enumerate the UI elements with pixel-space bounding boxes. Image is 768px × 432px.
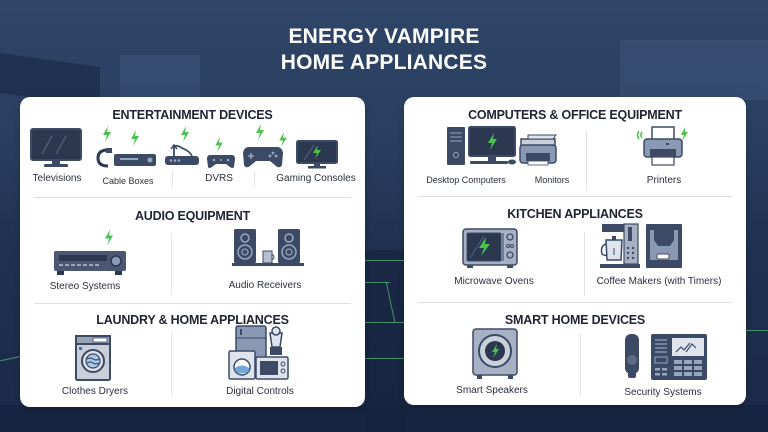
smart-speaker-icon — [472, 328, 518, 379]
bolt-icon — [181, 126, 189, 142]
item-label-stereo-systems: Stereo Systems — [49, 281, 121, 292]
dryer-icon — [75, 335, 111, 381]
microwave-icon — [462, 228, 518, 268]
page-title: ENERGY VAMPIRE HOME APPLIANCES — [0, 24, 768, 76]
bolt-icon — [105, 229, 113, 246]
dvr-icon — [165, 143, 199, 165]
item-label-dvrs: DVRS — [205, 173, 233, 184]
game-controller-icon — [243, 147, 283, 168]
circuit-line — [365, 282, 390, 283]
item-label-televisions: Televisions — [32, 173, 82, 184]
item-label-cable-boxes: Cable Boxes — [102, 176, 154, 186]
title-line-2: HOME APPLIANCES — [280, 51, 488, 74]
section-kitchen-appliances: KITCHEN APPLIANCES Microwave Ovens — [404, 196, 746, 300]
circuit-line — [0, 355, 22, 362]
section-laundry-home-appliances: LAUNDRY & HOME APPLIANCES Clothes Dryers — [20, 303, 365, 407]
section-audio-equipment: AUDIO EQUIPMENT Stereo Systems Audio Rec… — [20, 197, 365, 302]
item-label-printers: Printers — [646, 175, 682, 186]
section-title: AUDIO EQUIPMENT — [134, 209, 251, 223]
section-title: COMPUTERS & OFFICE EQUIPMENT — [468, 108, 682, 122]
divider — [171, 233, 172, 295]
circuit-line — [746, 330, 768, 331]
circuit-line — [365, 322, 405, 323]
circuit-line — [365, 358, 405, 359]
circuit-line — [365, 260, 405, 261]
right-panel: COMPUTERS & OFFICE EQUIPMENT Desktop Com… — [404, 97, 746, 405]
section-divider — [418, 196, 732, 197]
section-divider — [34, 303, 351, 304]
divider — [171, 333, 172, 395]
security-panel-icon — [625, 334, 707, 380]
item-label-microwave-ovens: Microwave Ovens — [454, 276, 534, 287]
title-line-1: ENERGY VAMPIRE — [288, 25, 480, 48]
speakers-icon — [232, 229, 304, 266]
item-label-desktop-computers: Desktop Computers — [426, 175, 506, 185]
desktop-computer-icon — [447, 126, 557, 166]
section-computers-office-equipment: COMPUTERS & OFFICE EQUIPMENT Desktop Com… — [404, 97, 746, 197]
bolt-icon — [256, 124, 264, 140]
bolt-icon — [215, 137, 223, 152]
bolt-icon — [131, 130, 139, 146]
gaming-console-monitor-icon — [296, 140, 338, 169]
bolt-icon — [103, 126, 111, 142]
item-label-smart-speakers: Smart Speakers — [456, 385, 528, 396]
item-label-clothes-dryers: Clothes Dryers — [61, 386, 129, 397]
divider — [584, 232, 585, 296]
section-entertainment-devices: ENTERTAINMENT DEVICES Televisions Cable … — [20, 97, 365, 195]
item-label-gaming-consoles: Gaming Consoles — [276, 173, 356, 184]
item-label-coffee-makers: Coffee Makers (with Timers) — [596, 276, 722, 287]
background-floor — [365, 250, 405, 432]
divider — [586, 131, 587, 191]
television-icon — [30, 128, 82, 167]
item-label-audio-receivers: Audio Receivers — [228, 280, 302, 291]
left-panel: ENTERTAINMENT DEVICES Televisions Cable … — [20, 97, 365, 407]
small-controller-icon — [207, 155, 235, 168]
section-title: KITCHEN APPLIANCES — [507, 207, 643, 221]
divider — [580, 334, 581, 396]
cable-box-icon — [96, 148, 156, 168]
bolt-icon — [279, 132, 287, 147]
item-label-monitors: Monitors — [534, 175, 570, 185]
section-title: SMART HOME DEVICES — [504, 313, 646, 327]
section-smart-home-devices: SMART HOME DEVICES Smart Speakers Securi… — [404, 302, 746, 405]
divider — [172, 171, 173, 187]
stereo-receiver-icon — [54, 251, 126, 275]
section-title: ENTERTAINMENT DEVICES — [112, 108, 273, 122]
section-divider — [34, 197, 351, 198]
wireless-printer-icon — [636, 126, 688, 166]
item-label-security-systems: Security Systems — [624, 387, 702, 398]
divider — [254, 171, 255, 187]
coffee-maker-icon — [600, 223, 682, 268]
section-divider — [418, 302, 732, 303]
background-floor — [0, 405, 768, 432]
home-appliances-icon — [228, 325, 289, 380]
section-title: LAUNDRY & HOME APPLIANCES — [96, 313, 289, 327]
item-label-digital-controls: Digital Controls — [226, 386, 294, 397]
